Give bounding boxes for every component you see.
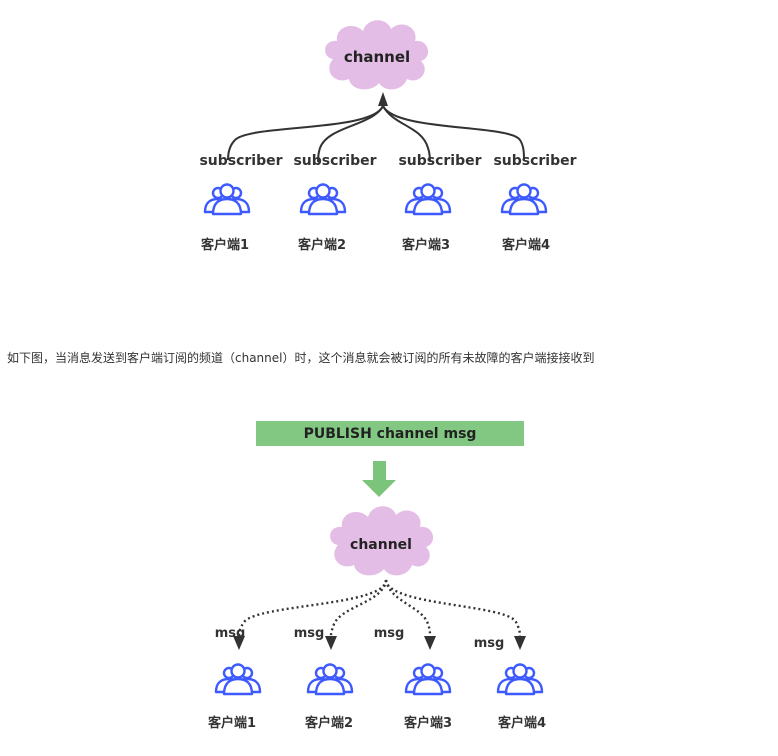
users-icon	[299, 183, 347, 216]
channel-label: channel	[344, 48, 410, 66]
arrowhead	[514, 636, 526, 650]
client-label-3: 客户端3	[402, 237, 450, 253]
arrowhead	[325, 636, 337, 650]
users-icon	[496, 663, 544, 696]
arrowhead	[233, 636, 245, 650]
users-icon	[404, 663, 452, 696]
publish-label: PUBLISH channel msg	[304, 426, 477, 442]
client-label-2: 客户端2	[305, 715, 353, 731]
msg-label-4: msg	[474, 636, 505, 651]
publish-box	[256, 421, 524, 446]
caption-text: 如下图，当消息发送到客户端订阅的频道（channel）时，这个消息就会被订阅的所…	[7, 351, 595, 365]
client-label-3: 客户端3	[404, 715, 452, 731]
channel-label: channel	[350, 537, 412, 553]
msg-label-2: msg	[294, 626, 325, 641]
diagram-publish: PUBLISH channel msg channel msg msg msg …	[208, 421, 546, 731]
msg-label-1: msg	[215, 626, 246, 641]
client-label-4: 客户端4	[498, 715, 546, 731]
client-label-1: 客户端1	[208, 715, 256, 731]
subscriber-label-3: subscriber	[398, 153, 481, 169]
users-icon	[203, 183, 251, 216]
publish-lines	[237, 579, 522, 637]
arrowhead	[424, 636, 436, 650]
diagram-subscribe: channel subscriber subscriber subscriber…	[199, 20, 577, 253]
msg-label-3: msg	[374, 626, 405, 641]
users-icon	[404, 183, 452, 216]
client-label-4: 客户端4	[502, 237, 550, 253]
users-icon	[214, 663, 262, 696]
subscriber-label-2: subscriber	[293, 153, 376, 169]
users-icon	[500, 183, 548, 216]
arrow-down-icon	[362, 461, 396, 497]
users-icon	[306, 663, 354, 696]
client-label-1: 客户端1	[201, 237, 249, 253]
subscriber-label-1: subscriber	[199, 153, 282, 169]
arrowhead	[378, 92, 388, 106]
client-label-2: 客户端2	[298, 237, 346, 253]
subscriber-label-4: subscriber	[493, 153, 576, 169]
subscribe-lines	[227, 105, 525, 163]
